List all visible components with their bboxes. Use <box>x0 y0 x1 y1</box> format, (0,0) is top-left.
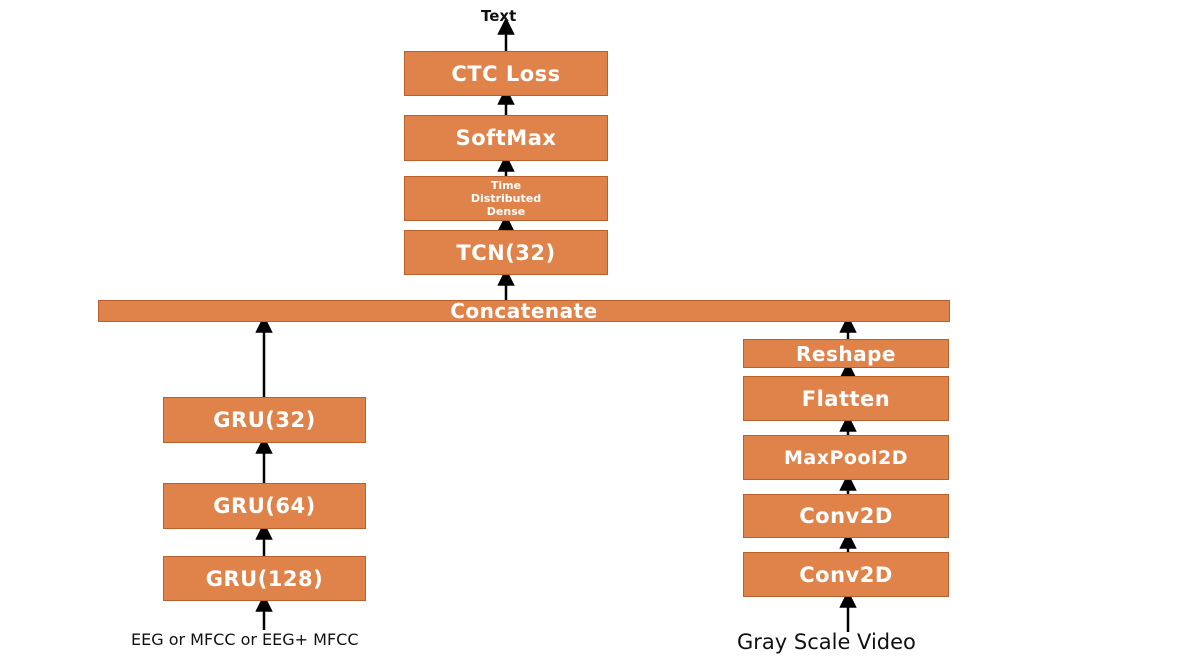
conv2d-top-block: Conv2D <box>743 494 949 538</box>
ctc-loss-block: CTC Loss <box>404 51 608 96</box>
flatten-block: Flatten <box>743 376 949 421</box>
output-text-label: Text <box>481 7 517 25</box>
gru-64-block: GRU(64) <box>163 483 366 529</box>
gray-scale-video-label: Gray Scale Video <box>737 630 916 654</box>
conv2d-bottom-block: Conv2D <box>743 552 949 597</box>
maxpool2d-block: MaxPool2D <box>743 435 949 480</box>
gru-128-block: GRU(128) <box>163 556 366 601</box>
concatenate-block: Concatenate <box>98 299 950 323</box>
softmax-block: SoftMax <box>404 115 608 161</box>
time-distributed-dense-block: Time Distributed Dense <box>404 176 608 221</box>
reshape-block: Reshape <box>743 339 949 368</box>
gru-32-block: GRU(32) <box>163 397 366 443</box>
tcn-block: TCN(32) <box>404 230 608 275</box>
eeg-mfcc-input-label: EEG or MFCC or EEG+ MFCC <box>131 630 359 649</box>
